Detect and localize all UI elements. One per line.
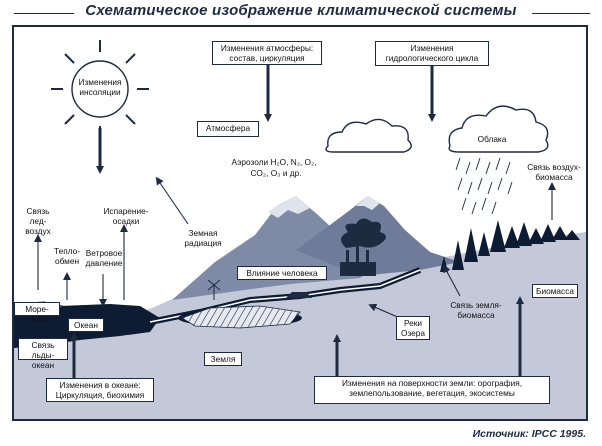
diagram-title: Схематическое изображение климатической … xyxy=(85,2,517,19)
ice-ocean-link-box: Связь льды-океан xyxy=(18,338,68,370)
diagram-frame xyxy=(12,25,588,421)
atmosphere-change-box: Изменения атмосферы: состав, циркуляция xyxy=(212,41,322,65)
biomass-box: Биомасса xyxy=(532,284,578,298)
rivers-pointer xyxy=(368,303,401,319)
mountain-left xyxy=(172,196,380,300)
terrestrial-radiation-label: Земная радиация xyxy=(184,228,222,248)
heat-exchange-label: Тепло-обмен xyxy=(53,246,81,266)
wind-stress-label: Ветровое давление xyxy=(85,248,123,268)
land-surface-change-box: Изменения на поверхности земли: орографи… xyxy=(314,376,550,404)
rain xyxy=(455,157,513,215)
insolation-label: Изменения инсоляции xyxy=(78,77,122,97)
aerosols-line2: CO₂, O₃ и др. xyxy=(250,168,302,178)
land-box: Земля xyxy=(204,352,242,366)
rivers-lakes-box: Реки Озера xyxy=(396,316,430,340)
snow-right xyxy=(356,196,380,210)
human-influence-box: Влияние человека xyxy=(237,266,327,280)
factory xyxy=(340,262,376,276)
land-surface xyxy=(14,232,586,419)
source-caption: Источник: IPCC 1995. xyxy=(472,428,586,440)
terrestrial-radiation-arrow xyxy=(155,176,189,225)
cloud-large xyxy=(448,105,549,153)
evap-precip-label: Испарение-осадки xyxy=(103,206,149,226)
ocean-change-box: Изменения в океане: Циркуляция, биохимия xyxy=(46,378,154,402)
atmosphere-box: Атмосфера xyxy=(197,121,259,137)
air-biomass-label: Связь воздух-биомасса xyxy=(527,162,581,182)
clouds-label: Облака xyxy=(477,134,507,144)
sea-ice-box: Море-льды xyxy=(14,302,60,324)
land-biomass-arrow xyxy=(443,264,461,297)
car xyxy=(286,292,312,298)
land-biomass-label: Связь земля-биомасса xyxy=(450,300,502,320)
title-rule-left xyxy=(14,13,74,14)
ocean-box: Океан xyxy=(68,318,104,332)
aerosols-line1: Аэрозоли H₂O, N₂, O₂, xyxy=(231,157,317,167)
cloud-small xyxy=(325,118,412,153)
title-rule-right xyxy=(532,13,590,14)
smoke-plume xyxy=(340,218,386,248)
hydro-change-box: Изменения гидрологического цикла xyxy=(375,41,489,66)
crop-field xyxy=(181,305,301,329)
ice-air-label: Связь лед-воздух xyxy=(25,206,51,236)
forest xyxy=(440,220,580,272)
snow-left xyxy=(268,196,310,218)
